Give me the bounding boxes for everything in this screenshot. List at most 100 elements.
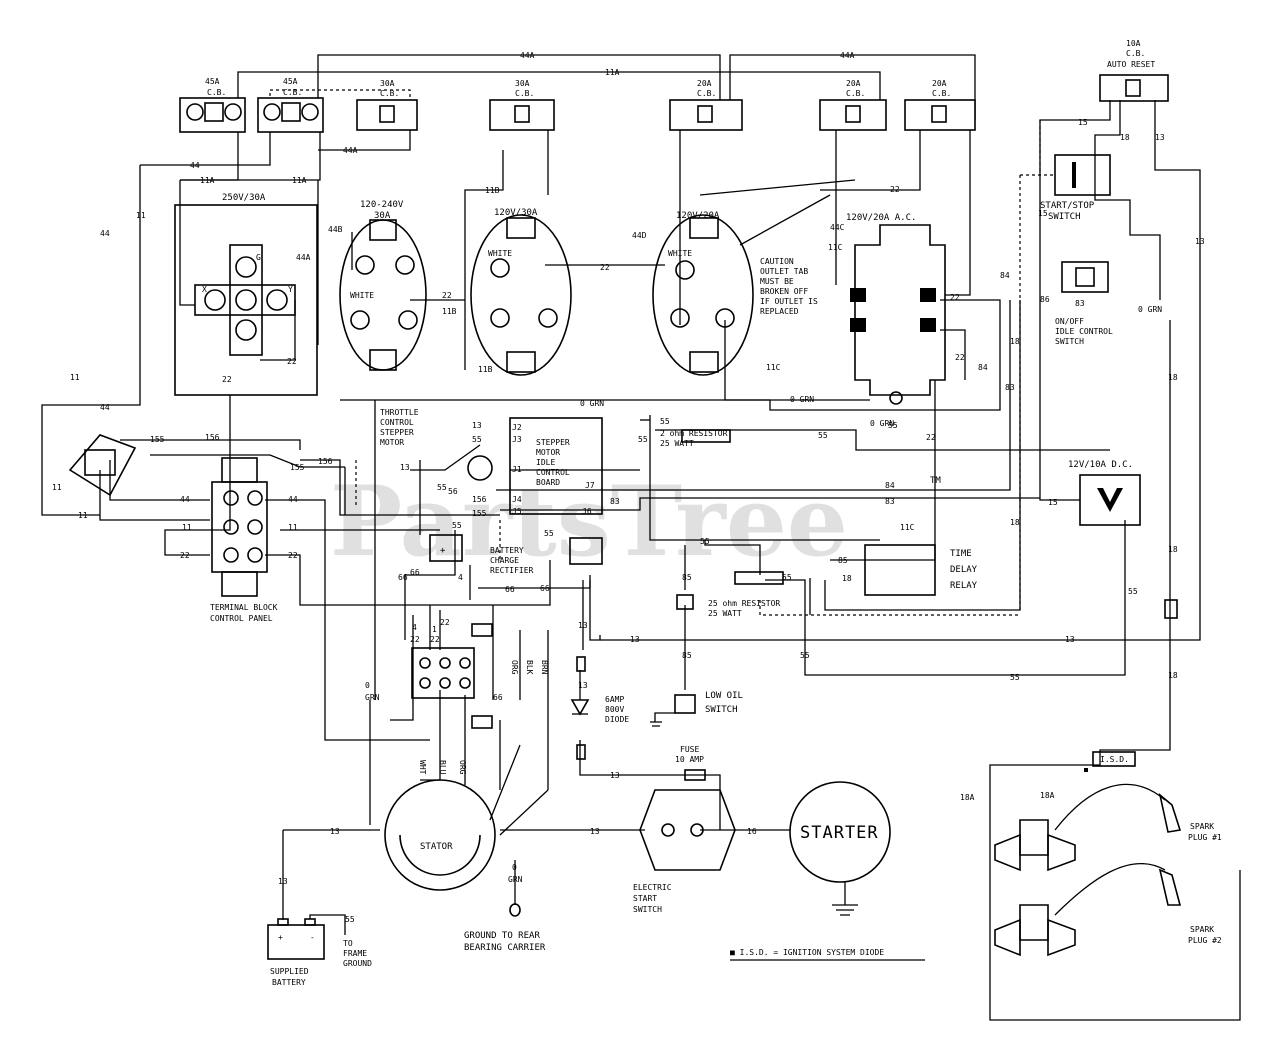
- rectifier-label-3: RECTIFIER: [490, 566, 534, 575]
- ignition-system: I.S.D. SPARK PLUG #1 SPARK PLUG #2 18A 1…: [960, 599, 1222, 957]
- wire-label-55-right: 55: [1128, 587, 1138, 596]
- wire-label-13-j: 13: [278, 877, 288, 886]
- dashed-wiring: [355, 120, 1055, 616]
- battery-minus: -: [310, 933, 315, 942]
- idle-control-switch: ON/OFF IDLE CONTROL SWITCH: [1055, 261, 1113, 346]
- resistor-2-ohm-label: 2 ohm RESISTOR: [660, 429, 728, 438]
- breaker-10a-cb: C.B.: [1126, 49, 1145, 58]
- rectifier-symbol: +: [440, 546, 446, 556]
- wire-label-44-c: 44: [100, 403, 110, 412]
- breaker-45a-1-rating: 45A: [205, 77, 220, 86]
- wire-label-11c-mid: 11C: [766, 363, 781, 372]
- relay-label-2: DELAY: [950, 565, 978, 575]
- wire-label-13-i: 13: [330, 827, 340, 836]
- wire-label-1: 1: [432, 625, 437, 634]
- rectifier-label-2: CHARGE: [490, 556, 519, 565]
- breaker-30a-2-rating: 30A: [515, 79, 530, 88]
- receptacle-120v-20a: 120V/20A WHITE: [652, 211, 754, 376]
- wire-label-11-c: 11: [52, 483, 62, 492]
- wire-label-13-f: 13: [578, 681, 588, 690]
- board-label-1: STEPPER: [536, 438, 570, 447]
- receptacle-250v-30a: 250V/30A X Y G: [174, 193, 318, 396]
- terminal-block: TERMINAL BLOCK CONTROL PANEL: [210, 457, 278, 623]
- low-oil-label-2: SWITCH: [705, 705, 738, 715]
- fuse-10amp: FUSE 10 AMP: [675, 745, 706, 781]
- wire-label-85-c: 85: [838, 556, 848, 565]
- wire-label-11b-a: 11B: [442, 307, 457, 316]
- wire-label-11-a: 11: [136, 211, 146, 220]
- wire-label-11a: 11A: [200, 176, 215, 185]
- throttle-label-1: THROTTLE: [380, 408, 419, 417]
- wire-label-155-a: 155: [150, 435, 165, 444]
- wire-label-44-b: 44: [100, 229, 110, 238]
- wire-label-blk-v: BLK: [525, 660, 534, 675]
- frame-ground-2: FRAME: [343, 949, 367, 958]
- isd-label: I.S.D.: [1100, 755, 1129, 764]
- diode-label-3: DIODE: [605, 715, 629, 724]
- caution-line-5: IF OUTLET IS: [760, 297, 818, 306]
- throttle-label-4: MOTOR: [380, 438, 404, 447]
- board-pin-j3: J3: [512, 435, 522, 444]
- battery-charge-rectifier: + BATTERY CHARGE RECTIFIER: [429, 534, 603, 575]
- low-oil-label-1: LOW OIL: [705, 691, 743, 701]
- watermark: PartsTree: [330, 465, 848, 578]
- breaker-20a-2-rating: 20A: [846, 79, 861, 88]
- ground-label-2: BEARING CARRIER: [464, 943, 546, 953]
- battery-label-1: SUPPLIED: [270, 967, 309, 976]
- caution-line-3: MUST BE: [760, 277, 794, 286]
- breaker-45a-1-cb: C.B.: [207, 88, 226, 97]
- throttle-label-2: CONTROL: [380, 418, 414, 427]
- wire-label-11c-relay: 11C: [900, 523, 915, 532]
- wire-label-grn-stator: GRN: [365, 693, 380, 702]
- wire-label-83-d: 83: [610, 497, 620, 506]
- throttle-stepper-motor: THROTTLE CONTROL STEPPER MOTOR: [380, 408, 493, 481]
- wire-label-44a-mid: 44A: [343, 146, 358, 155]
- receptacle-120-240v-title: 120-240V: [360, 200, 404, 210]
- left-switch-block: [68, 434, 137, 497]
- stator-lead-wht: WHT: [418, 760, 427, 775]
- board-pin-j1: J1: [512, 465, 522, 474]
- caution-line-1: CAUTION: [760, 257, 794, 266]
- wire-label-13-a: 13: [1155, 133, 1165, 142]
- breaker-30a-1-rating: 30A: [380, 79, 395, 88]
- frame-ground-3: GROUND: [343, 959, 372, 968]
- stator: STATOR WHT BLU ORG: [384, 760, 496, 891]
- ground-wire-grn: GRN: [508, 875, 523, 884]
- wire-label-22-a: 22: [222, 375, 232, 384]
- wire-label-11c-top: 11C: [828, 243, 843, 252]
- idle-switch-label-1: ON/OFF: [1055, 317, 1084, 326]
- board-label-4: CONTROL: [536, 468, 570, 477]
- wire-label-22-l: 22: [180, 551, 190, 560]
- duplex-outlet-120v-20a-ac: 120V/20A A.C.: [846, 213, 946, 405]
- breaker-20a-3: 20A C.B.: [904, 79, 976, 131]
- board-label-3: IDLE: [536, 458, 555, 467]
- frame-ground-1: TO: [343, 939, 353, 948]
- wire-label-44a-c: 44A: [296, 253, 311, 262]
- receptacle-120-240v-white: WHITE: [350, 291, 374, 300]
- wire-label-13-l: 13: [400, 463, 410, 472]
- spark-plug-2-label-1: SPARK: [1190, 925, 1214, 934]
- receptacle-120-240v: 120-240V 30A WHITE: [339, 200, 427, 371]
- breaker-30a-2-cb: C.B.: [515, 89, 534, 98]
- board-pin-j6: J6: [582, 507, 592, 516]
- wire-label-84-b: 84: [978, 363, 988, 372]
- wire-label-15-b: 15: [1038, 209, 1048, 218]
- ground-wire-0: 0: [512, 863, 517, 872]
- wire-label-55-k: 55: [452, 521, 462, 530]
- wire-label-11-d: 11: [78, 511, 88, 520]
- stator-label: STATOR: [420, 842, 453, 852]
- breaker-20a-3-rating: 20A: [932, 79, 947, 88]
- wire-label-11a-b: 11A: [292, 176, 307, 185]
- receptacle-250v-y: Y: [288, 285, 293, 294]
- wire-label-156-b: 156: [318, 457, 333, 466]
- wire-label-44-d: 44: [180, 495, 190, 504]
- breaker-10a: 10A C.B. AUTO RESET: [1099, 39, 1169, 102]
- wire-label-22-j: 22: [410, 635, 420, 644]
- ground-rear-bearing: 0 GRN GROUND TO REAR BEARING CARRIER: [464, 863, 546, 953]
- isd-legend: ■ I.S.D. = IGNITION SYSTEM DIODE: [730, 948, 884, 957]
- wire-label-15-c: 15: [1048, 498, 1058, 507]
- relay-label-1: TIME: [950, 549, 972, 559]
- wire-label-44a-top-right: 44A: [840, 51, 855, 60]
- wire-label-55-d: 55: [638, 435, 648, 444]
- caution-note: CAUTION OUTLET TAB MUST BE BROKEN OFF IF…: [760, 257, 818, 316]
